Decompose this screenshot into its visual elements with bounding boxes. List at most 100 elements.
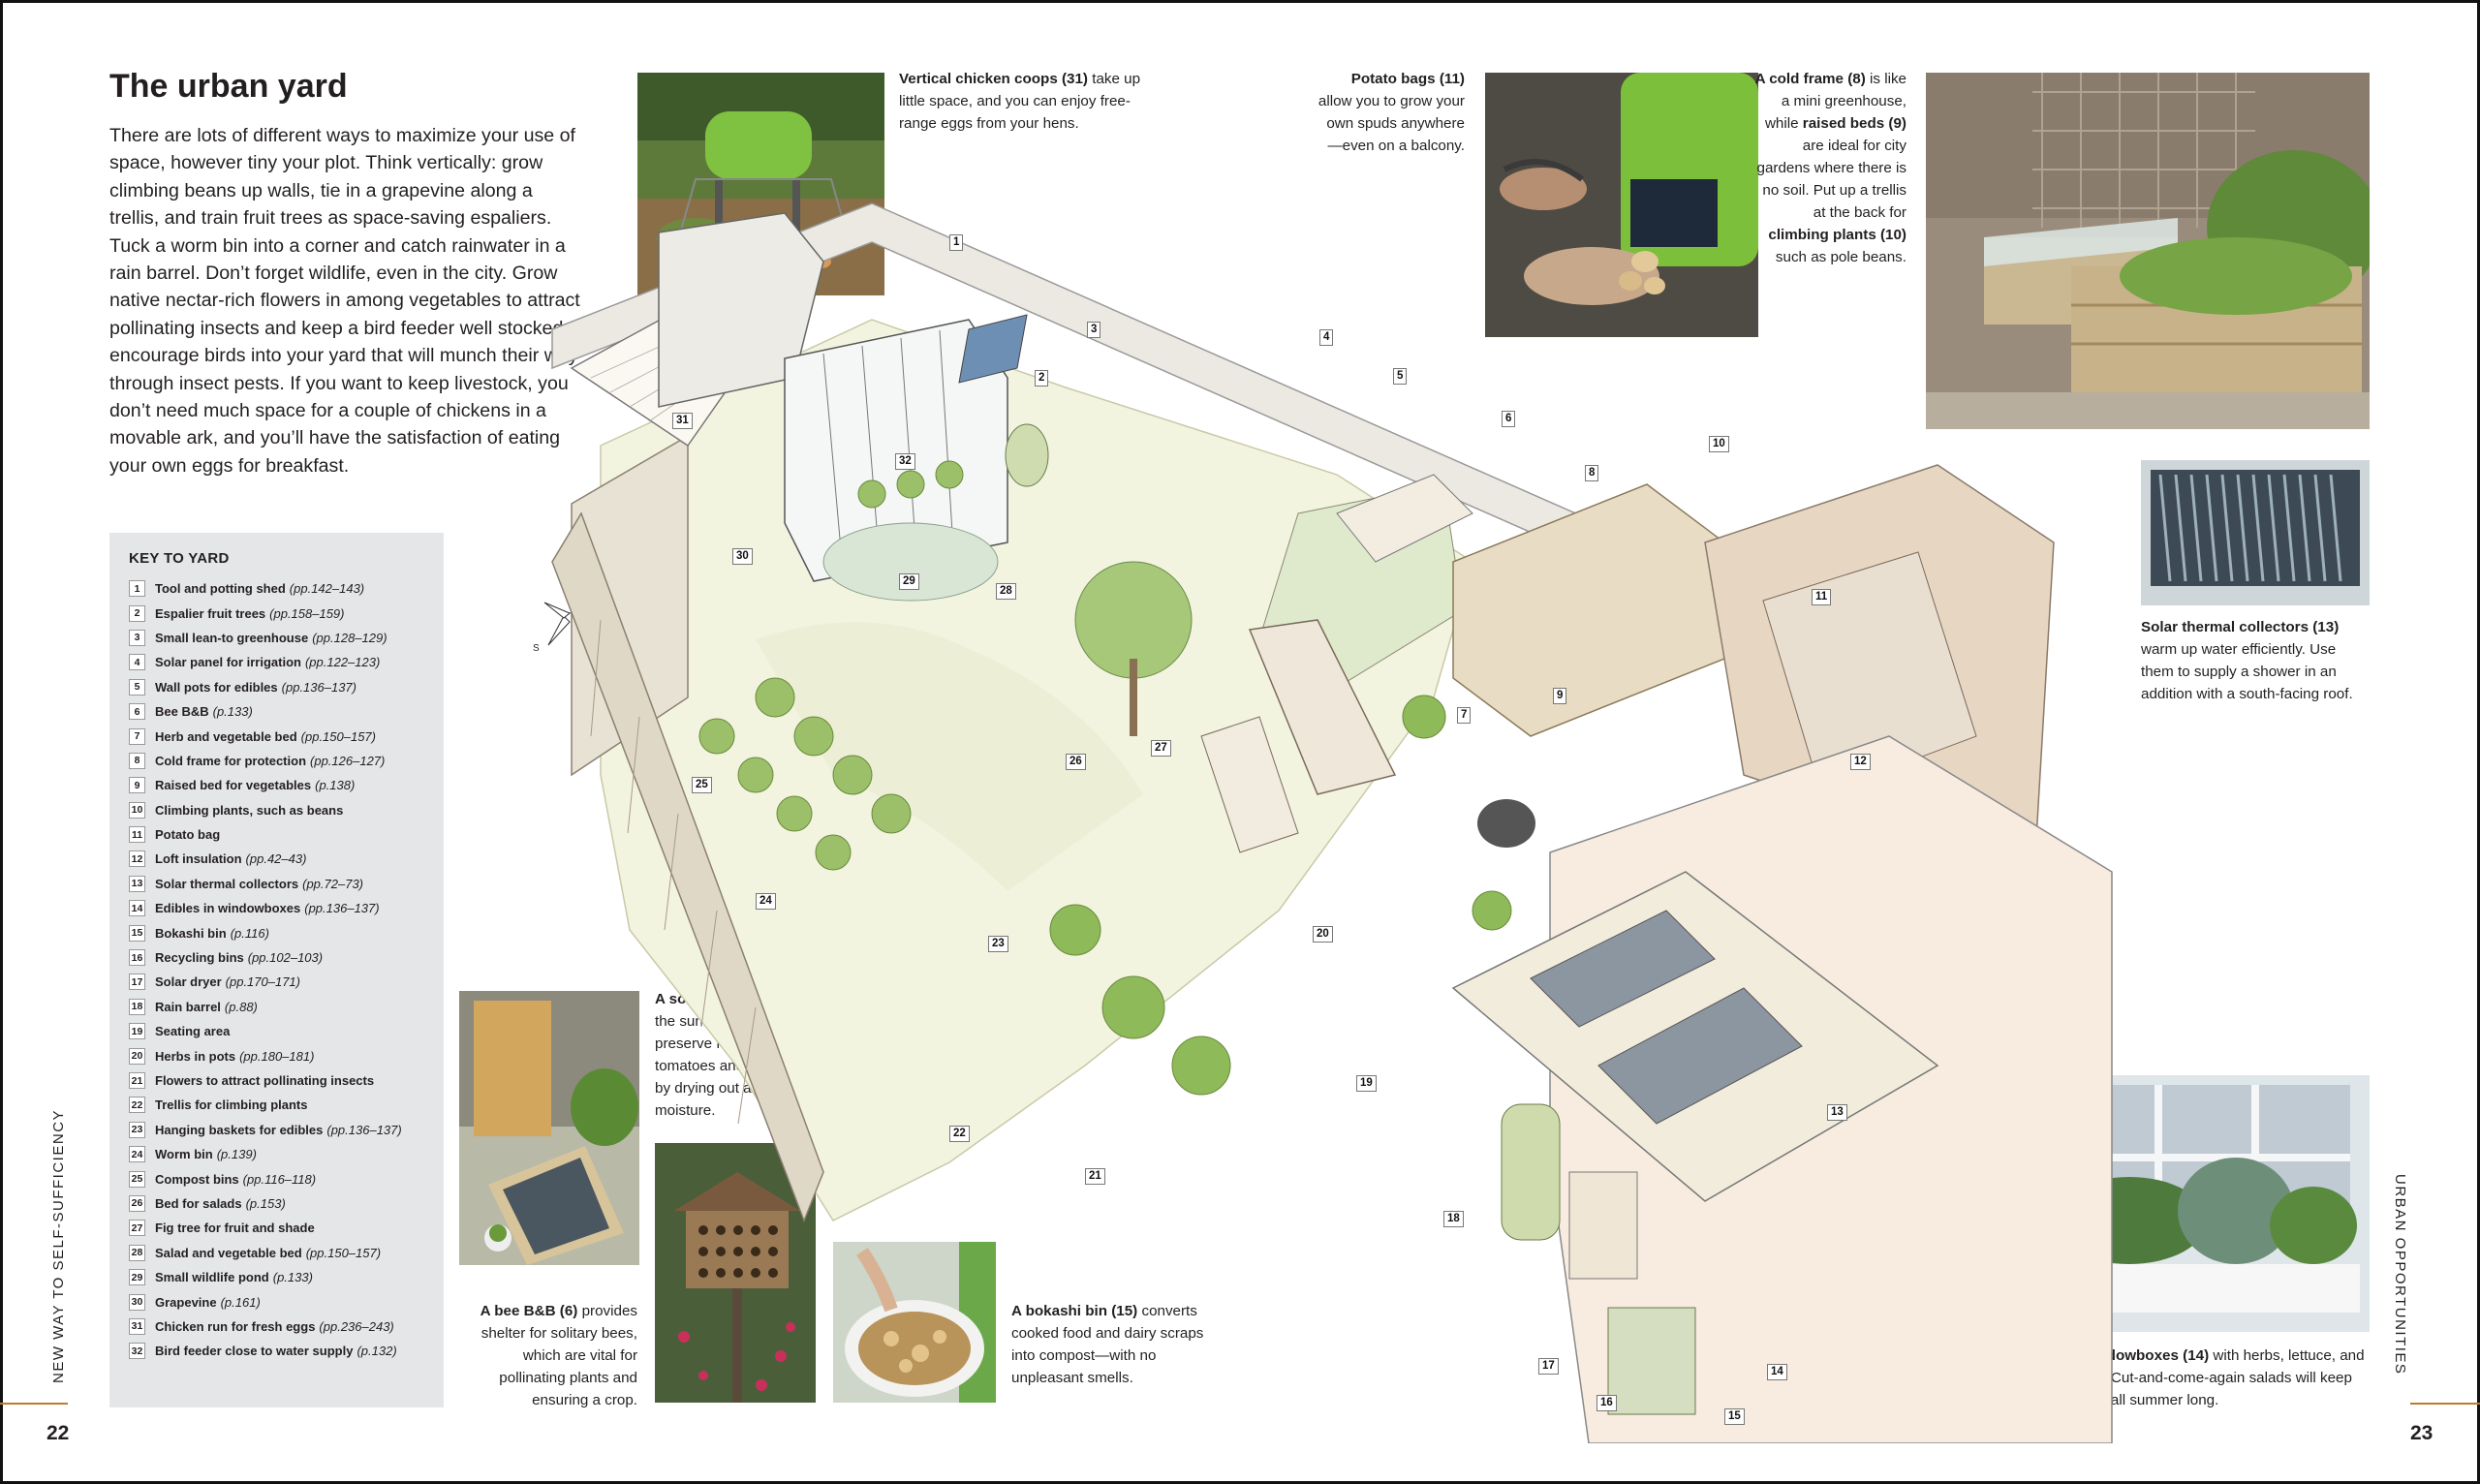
callout-21: 21 [1085, 1168, 1105, 1185]
key-item-page-ref: (p.139) [216, 1147, 257, 1162]
callout-15: 15 [1724, 1408, 1745, 1425]
running-head-left: NEW WAY TO SELF-SUFFICIENCY [50, 1108, 67, 1383]
caption-bokashi-text: converts cooked food and dairy scraps in… [1011, 1303, 1204, 1386]
caption-chicken-coops-title: Vertical chicken coops (31) [899, 71, 1088, 87]
solar-dryer [1568, 1171, 1638, 1280]
caption-bee-bb-text: provides shelter for solitary bees, whic… [480, 1303, 637, 1408]
key-item-label: Potato bag [155, 827, 221, 843]
caption-climbing-plants-title: climbing plants (10) [1768, 227, 1906, 243]
key-item-page-ref: (pp.236–243) [319, 1318, 394, 1334]
key-item-label: Small lean-to greenhouse [155, 630, 309, 645]
callout-20: 20 [1313, 926, 1333, 943]
key-item-label: Salad and vegetable bed [155, 1245, 302, 1260]
key-item: 2 Espalier fruit trees(pp.158–159) [129, 601, 424, 625]
potato-bag-photo [1485, 73, 1758, 337]
callout-9: 9 [1553, 688, 1567, 704]
key-item-number: 18 [129, 998, 145, 1015]
caption-bokashi: A bokashi bin (15) converts cooked food … [1011, 1300, 1205, 1389]
key-item-label: Cold frame for protection [155, 753, 307, 768]
key-item-page-ref: (p.133) [212, 704, 253, 720]
key-item-page-ref: (pp.42–43) [245, 851, 307, 867]
caption-solar-thermal: Solar thermal collectors (13) warm up wa… [2141, 616, 2372, 705]
bee-hotel-photo [655, 1143, 816, 1403]
callout-17: 17 [1538, 1358, 1559, 1375]
key-item-label: Espalier fruit trees [155, 605, 266, 621]
key-item-number: 7 [129, 727, 145, 745]
callout-28: 28 [996, 583, 1016, 600]
caption-potato-bags: Potato bags (11) allow you to grow your … [1318, 68, 1465, 157]
key-item-number: 23 [129, 1121, 145, 1138]
callout-10: 10 [1709, 436, 1729, 452]
intro-paragraph: There are lots of different ways to maxi… [109, 125, 585, 477]
patio-chair [1200, 716, 1299, 853]
running-head-right: URBAN OPPORTUNITIES [2392, 1174, 2408, 1376]
caption-cold-frame-text1: is like a mini greenhouse, while [1764, 71, 1906, 132]
key-item-number: 25 [129, 1170, 145, 1188]
key-item-number: 30 [129, 1293, 145, 1311]
key-item-number: 6 [129, 703, 145, 721]
key-title: KEY TO YARD [129, 550, 230, 567]
patio-table [1248, 619, 1397, 795]
bokashi-bin-photo [833, 1242, 996, 1403]
callout-23: 23 [988, 936, 1008, 952]
key-item-page-ref: (pp.158–159) [269, 605, 345, 621]
key-item-number: 17 [129, 974, 145, 991]
rule-left [0, 1403, 68, 1405]
callout-8: 8 [1585, 465, 1599, 481]
key-item-label: Raised bed for vegetables [155, 778, 312, 793]
key-item-number: 32 [129, 1343, 145, 1360]
callout-27: 27 [1151, 740, 1171, 757]
key-item-page-ref: (p.133) [272, 1270, 313, 1285]
key-item-number: 19 [129, 1023, 145, 1040]
key-item-page-ref: (pp.128–129) [312, 630, 388, 645]
callout-4: 4 [1319, 329, 1334, 346]
key-item-number: 26 [129, 1194, 145, 1212]
key-item-page-ref: (p.116) [230, 925, 269, 941]
key-item-label: Flowers to attract pollinating insects [155, 1073, 375, 1088]
key-item-number: 14 [129, 900, 145, 917]
key-item-number: 27 [129, 1220, 145, 1237]
folio-left: 22 [46, 1422, 70, 1444]
key-item-page-ref: (pp.122–123) [304, 655, 381, 670]
key-item-label: Trellis for climbing plants [155, 1098, 308, 1113]
callout-25: 25 [692, 777, 712, 793]
callout-2: 2 [1035, 370, 1049, 386]
callout-11: 11 [1812, 589, 1832, 605]
trellis-fence [551, 511, 824, 1223]
key-item-number: 2 [129, 604, 145, 622]
key-item-label: Solar dryer [155, 974, 222, 990]
key-item-label: Seating area [155, 1024, 231, 1039]
callout-13: 13 [1827, 1104, 1847, 1121]
callout-18: 18 [1443, 1211, 1464, 1227]
rule-right [2410, 1403, 2480, 1405]
solar-thermal-roof [1530, 910, 1803, 1125]
key-item-page-ref: (pp.136–137) [326, 1122, 402, 1137]
loft-window [1762, 551, 1977, 795]
key-item-number: 13 [129, 875, 145, 892]
callout-16: 16 [1596, 1395, 1617, 1411]
callout-22: 22 [949, 1126, 970, 1142]
caption-windowboxes-text: with herbs, lettuce, and tomatoes. Cut-a… [2042, 1347, 2365, 1408]
garden-illustration-svg [551, 202, 2113, 1443]
caption-solar-thermal-title: Solar thermal collectors (13) [2141, 619, 2340, 635]
key-item-label: Wall pots for edibles [155, 679, 278, 695]
potting-shed [658, 212, 824, 408]
key-item-number: 24 [129, 1146, 145, 1163]
cold-frame [1336, 474, 1473, 563]
key-item-page-ref: (pp.136–137) [281, 679, 356, 695]
greenhouse [784, 319, 1008, 582]
key-item-page-ref: (pp.170–171) [225, 974, 300, 990]
caption-bokashi-title: A bokashi bin (15) [1011, 1303, 1138, 1319]
key-item-page-ref: (pp.116–118) [242, 1171, 317, 1187]
caption-potato-bags-text: allow you to grow your own spuds anywher… [1318, 93, 1465, 154]
key-item-label: Grapevine [155, 1294, 217, 1310]
